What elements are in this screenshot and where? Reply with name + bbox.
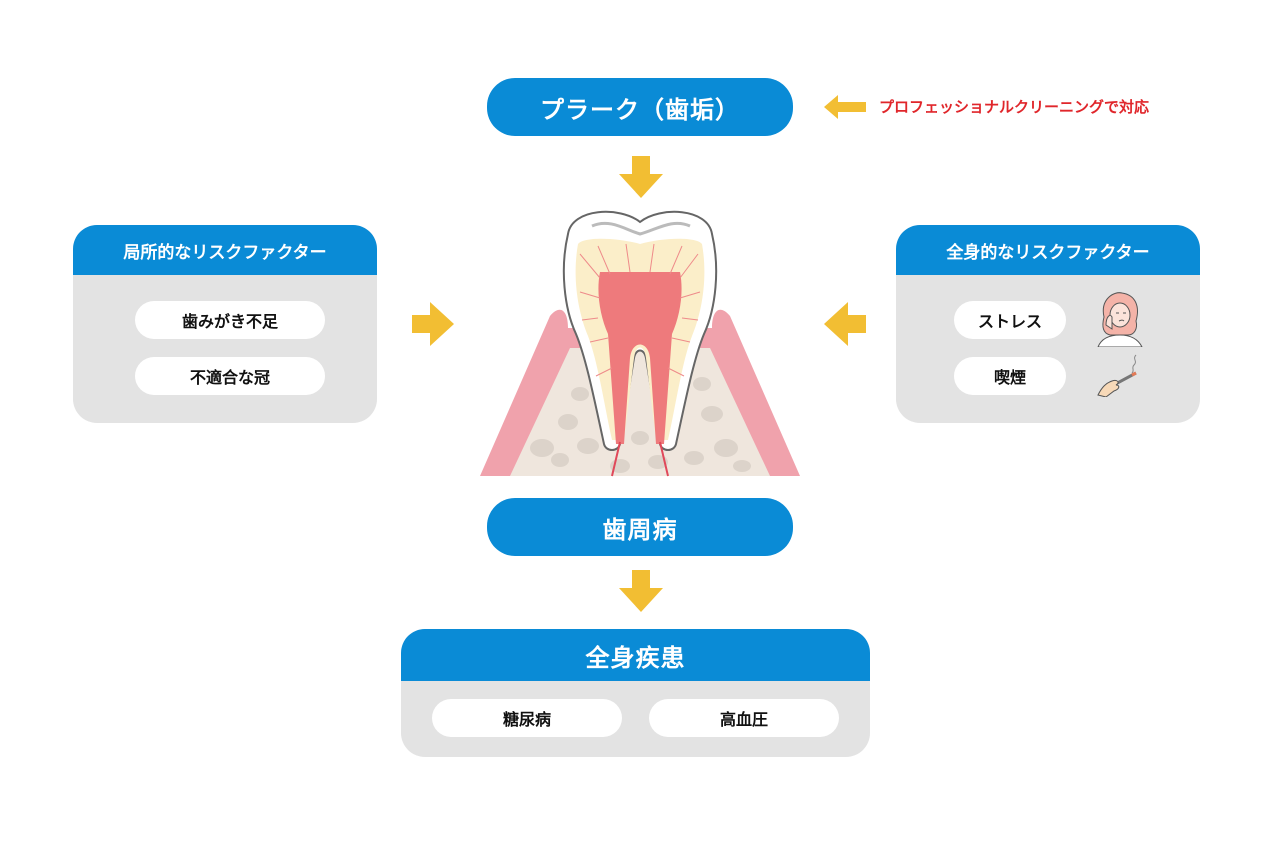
systemic-risk-item-label: ストレス (977, 312, 1042, 331)
professional-cleaning-label: プロフェッショナルクリーニングで対応 (879, 98, 1150, 116)
periodontal-disease-box: 歯周病 (487, 498, 793, 556)
systemic-disease-header: 全身疾患 (401, 629, 870, 681)
systemic-disease-panel: 全身疾患 糖尿病 高血圧 (401, 629, 870, 757)
plaque-box: プラーク（歯垢） (487, 78, 793, 136)
systemic-disease-item: 高血圧 (649, 699, 839, 737)
systemic-risk-item: 喫煙 (954, 357, 1066, 395)
arrow-down-icon (619, 156, 663, 198)
tooth-cross-section-illustration (480, 210, 800, 477)
systemic-disease-item-label: 糖尿病 (502, 710, 551, 729)
local-risk-header: 局所的なリスクファクター (73, 225, 377, 275)
periodontal-disease-label: 歯周病 (602, 515, 678, 544)
arrow-left-note-icon (824, 95, 866, 119)
stressed-woman-icon (1097, 292, 1143, 347)
professional-cleaning-note: プロフェッショナルクリーニングで対応 (879, 96, 1149, 117)
arrow-down-icon (619, 570, 663, 612)
local-risk-item: 歯みがき不足 (135, 301, 325, 339)
local-risk-panel: 局所的なリスクファクター 歯みがき不足 不適合な冠 (73, 225, 377, 423)
plaque-label: プラーク（歯垢） (540, 95, 740, 124)
local-risk-item: 不適合な冠 (135, 357, 325, 395)
smoking-hand-icon (1097, 354, 1137, 397)
arrow-right-icon (412, 302, 454, 346)
systemic-risk-panel: 全身的なリスクファクター ストレス 喫煙 (896, 225, 1200, 423)
systemic-disease-item: 糖尿病 (432, 699, 622, 737)
arrow-left-icon (824, 302, 866, 346)
systemic-risk-title: 全身的なリスクファクター (946, 242, 1150, 263)
systemic-risk-item-label: 喫煙 (993, 368, 1026, 387)
local-risk-item-label: 不適合な冠 (189, 368, 270, 387)
local-risk-title: 局所的なリスクファクター (123, 242, 327, 263)
systemic-risk-header: 全身的なリスクファクター (896, 225, 1200, 275)
systemic-disease-item-label: 高血圧 (719, 710, 768, 729)
local-risk-item-label: 歯みがき不足 (181, 312, 278, 331)
systemic-risk-item: ストレス (954, 301, 1066, 339)
systemic-disease-title: 全身疾患 (585, 643, 686, 672)
